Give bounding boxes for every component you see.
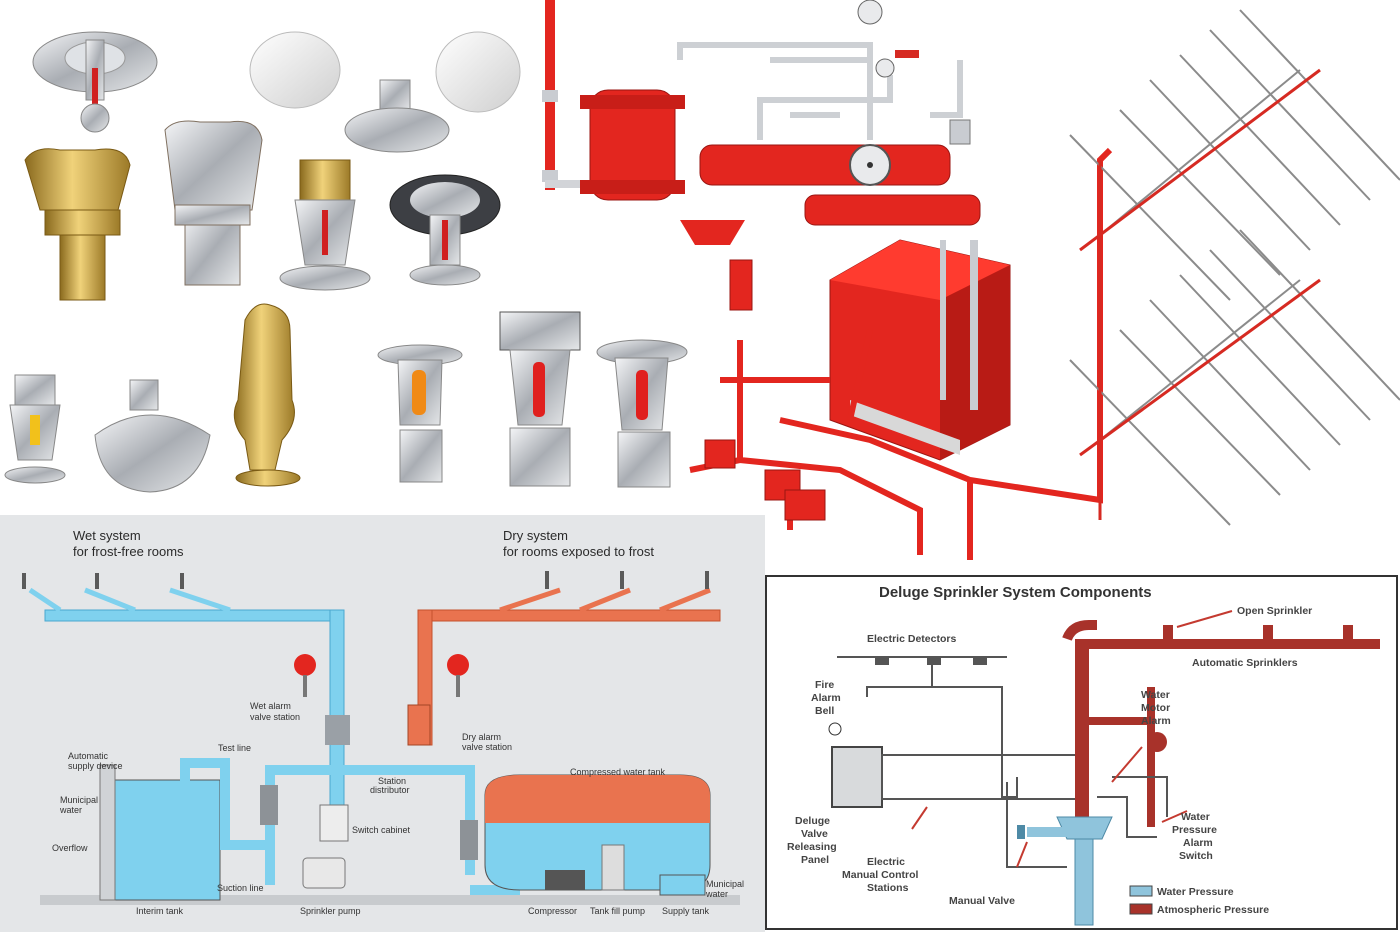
station-distributor-label-2: distributor — [370, 785, 410, 795]
fire-alarm-bell-label-3: Bell — [815, 705, 835, 717]
sprinkler-heads-illustration — [4, 31, 540, 493]
branch-lines-lower — [1069, 229, 1400, 526]
electric-detectors-label: Electric Detectors — [867, 633, 957, 645]
manual-valve-label: Manual Valve — [949, 895, 1015, 907]
trim-lines — [1006, 776, 1168, 868]
wet-alarm-label: Wet alarm — [250, 701, 291, 711]
water-motor-alarm-label-3: Alarm — [1141, 715, 1171, 727]
valve-icon — [260, 704, 478, 860]
legend-water-pressure: Water Pressure — [1157, 886, 1234, 898]
municipal-water-label: Municipal — [60, 795, 99, 805]
legend-atmospheric-pressure: Atmospheric Pressure — [1157, 904, 1270, 916]
sprinkler-head-icon — [596, 339, 688, 488]
electric-detector-icon — [875, 657, 987, 665]
water-pressure-switch-label-2: Pressure — [1172, 824, 1217, 836]
trim-piping — [677, 42, 963, 140]
sprinkler-head-icon — [249, 31, 521, 153]
valve-icon — [704, 259, 826, 521]
sprinkler-head-icon — [32, 31, 158, 133]
tank-icon — [484, 774, 711, 891]
water-pressure-switch-label-3: Alarm — [1183, 837, 1213, 849]
dry-alarm-label: Dry alarm — [462, 732, 502, 742]
sprinkler-head-icon — [24, 120, 263, 301]
pump-icon — [829, 239, 1011, 461]
municipal-water-right-label: Municipal — [706, 879, 745, 889]
sprinkler-head-icon — [4, 303, 301, 493]
gauge-icon — [857, 0, 919, 78]
deluge-panel-label-1: Deluge — [795, 815, 831, 827]
wet-dry-schematic — [22, 571, 740, 905]
water-motor-alarm-label-1: Water — [1141, 689, 1170, 701]
deluge-panel-label-4: Panel — [801, 854, 830, 866]
red-piping — [689, 147, 1113, 560]
electric-manual-label-2: Manual Control — [842, 869, 919, 881]
sprinkler-pump-label: Sprinkler pump — [300, 906, 361, 916]
municipal-water-right-label-2: water — [706, 889, 729, 899]
fire-alarm-bell-label-2: Alarm — [811, 692, 841, 704]
overflow-label: Overflow — [52, 843, 88, 853]
switch-cabinet-label: Switch cabinet — [352, 825, 411, 835]
dry-system-title: Dry system — [503, 528, 568, 543]
dry-system-subtitle: for rooms exposed to frost — [503, 544, 655, 559]
sprinkler-head-icon — [377, 314, 540, 483]
automatic-sprinklers-label: Automatic Sprinklers — [1192, 657, 1298, 669]
water-pressure-switch-label-1: Water — [1181, 811, 1210, 823]
water-motor-alarm-label-2: Motor — [1141, 702, 1171, 714]
sprinkler-heads-collage-right — [490, 300, 700, 500]
callout-arrows — [911, 610, 1233, 868]
deluge-system-diagram: Deluge Sprinkler System Components Open … — [765, 575, 1398, 930]
deluge-panel-label-3: Releasing — [787, 841, 837, 853]
sprinkler-heads-right-illustration — [499, 311, 688, 488]
automatic-supply-label-2: supply device — [68, 761, 123, 771]
wet-system-subtitle: for frost-free rooms — [73, 544, 184, 559]
red-valve-assembly — [540, 0, 1400, 575]
supply-tank-label: Supply tank — [662, 906, 710, 916]
legend-swatches — [1129, 885, 1153, 915]
sprinkler-head-icon — [499, 311, 581, 487]
test-line-label: Test line — [218, 743, 252, 753]
suction-line-label: Suction line — [217, 883, 264, 893]
wet-system-title: Wet system — [73, 528, 141, 543]
alarm-bell-icon — [294, 654, 469, 697]
sprinkler-head-icon — [279, 159, 501, 291]
valve-icon — [580, 89, 981, 245]
pump-icon — [302, 804, 706, 896]
deluge-schematic — [828, 610, 1380, 926]
automatic-supply-label: Automatic — [68, 751, 109, 761]
station-distributor-label: Station — [378, 776, 407, 786]
cross-mains — [1079, 68, 1321, 520]
water-supply-pipe — [1017, 816, 1113, 926]
sprinkler-heads-collage — [0, 0, 540, 500]
open-sprinkler-label: Open Sprinkler — [1237, 605, 1313, 617]
municipal-water-label-2: water — [60, 805, 83, 815]
compressed-tank-label: Compressed water tank — [570, 767, 666, 777]
wet-alarm-label-2: valve station — [250, 712, 301, 722]
tank-icon — [99, 764, 221, 901]
tank-fill-pump-label: Tank fill pump — [590, 906, 646, 916]
releasing-panel-icon — [828, 722, 1083, 808]
fire-alarm-bell-label-1: Fire — [815, 679, 835, 691]
valve-pipe-network-illustration — [542, 0, 1400, 560]
wet-dry-system-diagram: Wet system for frost-free rooms Dry syst… — [0, 515, 765, 932]
deluge-panel-label-2: Valve — [801, 828, 828, 840]
compressor-label: Compressor — [528, 906, 578, 916]
dry-alarm-label-2: valve station — [462, 742, 513, 752]
deluge-riser — [1062, 620, 1380, 827]
branch-lines-upper — [1069, 9, 1400, 301]
water-pressure-switch-label-4: Switch — [1179, 850, 1213, 862]
electric-manual-label-1: Electric — [867, 856, 905, 868]
electric-manual-label-3: Stations — [867, 882, 909, 894]
interim-tank-label: Interim tank — [136, 906, 184, 916]
deluge-title: Deluge Sprinkler System Components — [879, 584, 1152, 601]
